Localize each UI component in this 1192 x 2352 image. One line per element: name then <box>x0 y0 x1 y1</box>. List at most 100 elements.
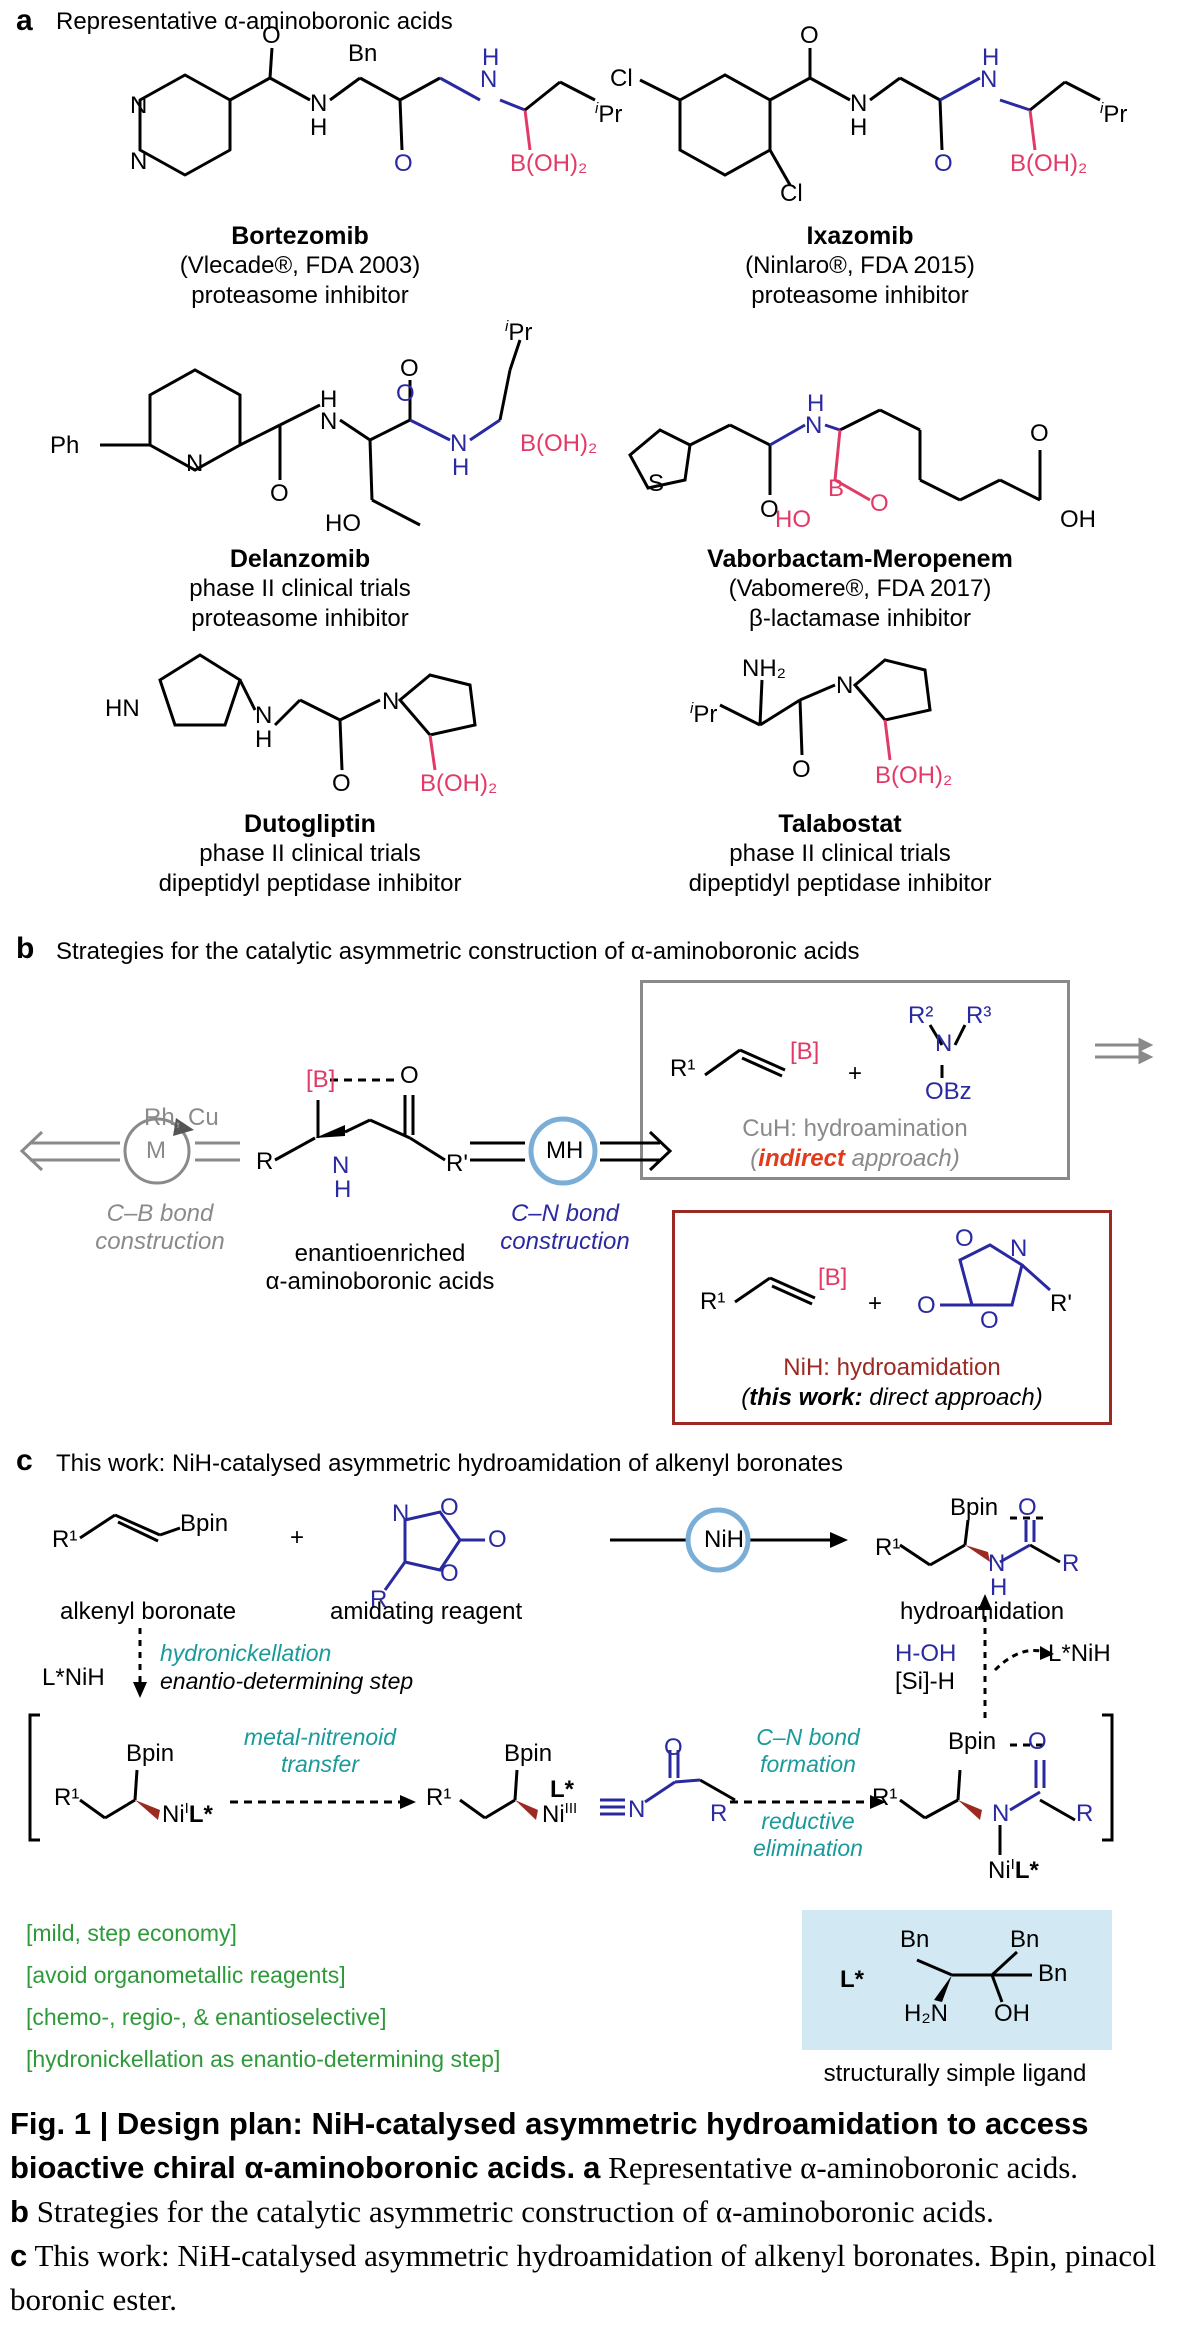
atom-H: H <box>452 454 470 481</box>
atom-OH: OH <box>1060 506 1096 533</box>
atom-O: O <box>1030 420 1049 447</box>
nitrenoid-2: transfer <box>281 1751 359 1777</box>
ligand-L: L* <box>1014 1857 1039 1884</box>
atom-Ph: Ph <box>50 432 80 459</box>
plus-sign: + <box>868 1290 883 1317</box>
caption-title: Fig. 1 | Design plan: NiH-catalysed asym… <box>10 2106 1089 2185</box>
atom-N: N <box>980 66 998 93</box>
atom-O: O <box>332 770 351 797</box>
compound-line1: (Vlecade®, FDA 2003) <box>179 252 421 279</box>
feature-4: [hydronickellation as enantio-determinin… <box>26 2046 501 2072</box>
atom-i: i <box>595 100 599 117</box>
ox-state-I: I <box>1010 1856 1015 1873</box>
compound-line1: phase II clinical trials <box>199 840 421 867</box>
indirect-word: indirect <box>758 1145 845 1172</box>
approach: direct approach) <box>862 1384 1043 1411</box>
atom-N: N <box>310 90 328 117</box>
pyrrolidine-ring-2 <box>397 673 477 737</box>
center-Rp: R' <box>446 1150 468 1177</box>
boron-B: [B] <box>790 1038 820 1065</box>
atom-i: i <box>505 318 509 335</box>
atom-O: O <box>664 1734 683 1761</box>
R1: R¹ <box>875 1534 901 1561</box>
atom-N: N <box>992 1800 1010 1827</box>
feature-1: [mild, step economy] <box>26 1920 237 1946</box>
compound-line1: (Ninlaro®, FDA 2015) <box>745 252 975 279</box>
atom-N: N <box>382 688 400 715</box>
compound-line2: proteasome inhibitor <box>191 282 409 309</box>
compound-line2: β-lactamase inhibitor <box>749 605 971 632</box>
compound-line1: (Vabomere®, FDA 2017) <box>728 575 992 602</box>
atom-N: N <box>850 90 868 117</box>
R1: R¹ <box>54 1784 80 1811</box>
atom-iPr: Pr <box>693 701 718 728</box>
cn-1: C–N bond <box>756 1724 860 1750</box>
cb-construction: construction <box>95 1228 225 1255</box>
atom-O: O <box>760 496 779 523</box>
atom-O: O <box>1018 1494 1037 1521</box>
panel-b-scheme <box>19 1024 1154 1307</box>
compound-line2: proteasome inhibitor <box>191 605 409 632</box>
compound-line2: proteasome inhibitor <box>751 282 969 309</box>
R2: R² <box>908 1002 934 1029</box>
pyrazine-ring <box>138 73 232 177</box>
product-label: hydroamidation <box>900 1598 1065 1625</box>
ligand-bn: Bn <box>1038 1960 1068 1987</box>
panel-a-letter: a <box>16 4 33 37</box>
atom-N: N <box>130 92 148 119</box>
cn-2: formation <box>760 1751 856 1777</box>
panel-c-heading: This work: NiH-catalysed asymmetric hydr… <box>56 1450 843 1477</box>
right-metal: MH <box>546 1137 584 1164</box>
cuh-sub: (indirect approach) <box>640 1145 1070 1173</box>
atom-H: H <box>982 44 1000 71</box>
compound-name: Ixazomib <box>806 222 914 250</box>
ligand-L: L* <box>188 1801 213 1828</box>
approach: approach) <box>844 1145 960 1172</box>
atom-O: O <box>980 1307 999 1334</box>
bpin: Bpin <box>948 1728 997 1755</box>
panel-a-structures <box>100 47 1101 771</box>
red-1: reductive <box>761 1808 855 1834</box>
ligand-bn: Bn <box>1010 1926 1040 1953</box>
caption-c-letter: c <box>10 2238 28 2273</box>
atom-O: O <box>917 1292 936 1319</box>
si-h: [Si]-H <box>895 1668 955 1695</box>
atom-H: H <box>850 114 868 141</box>
nih-box <box>672 1210 1112 1425</box>
compound-name: Delanzomib <box>229 545 371 573</box>
cn-construction: construction <box>500 1228 630 1255</box>
compound-line2: dipeptidyl peptidase inhibitor <box>688 870 992 897</box>
atom-H: H <box>482 44 500 71</box>
atom-N: N <box>935 1030 953 1057</box>
ni-atom: Ni <box>162 1801 185 1828</box>
paren: ( <box>741 1384 750 1411</box>
dichlorophenyl-ring <box>678 73 772 177</box>
atom-B: B <box>828 475 845 502</box>
hydronickellation: hydronickellation <box>160 1640 332 1666</box>
R1: R¹ <box>670 1055 696 1082</box>
R1: R¹ <box>52 1526 78 1553</box>
atom-O: O <box>955 1225 974 1252</box>
atom-BOH2: B(OH)₂ <box>420 770 498 797</box>
feature-2: [avoid organometallic reagents] <box>26 1962 346 1988</box>
atom-O: O <box>400 355 419 382</box>
h-oh: H-OH <box>895 1640 956 1668</box>
nih-catalyst: NiH <box>704 1526 744 1553</box>
paren: ( <box>750 1145 759 1172</box>
bpin: Bpin <box>504 1740 553 1767</box>
lnih-out: L*NiH <box>1048 1640 1111 1667</box>
compound-name: Talabostat <box>778 810 902 838</box>
this-work: this work: <box>749 1384 863 1411</box>
lnih-catalyst: L*NiH <box>42 1664 105 1691</box>
center-O: O <box>400 1062 419 1089</box>
atom-Cl: Cl <box>780 180 803 207</box>
panel-b-heading: Strategies for the catalytic asymmetric … <box>56 938 860 965</box>
plus-sign: + <box>290 1524 305 1551</box>
alkenyl-label: alkenyl boronate <box>60 1598 237 1625</box>
nih-label: NiH: hydroamidation <box>783 1354 1001 1381</box>
pyrrolidine-ring-1 <box>158 653 242 727</box>
boron-B: [B] <box>818 1264 848 1291</box>
atom-H: H <box>320 386 338 413</box>
center-R: R <box>256 1148 274 1175</box>
ni-atom: Ni <box>542 1801 565 1828</box>
